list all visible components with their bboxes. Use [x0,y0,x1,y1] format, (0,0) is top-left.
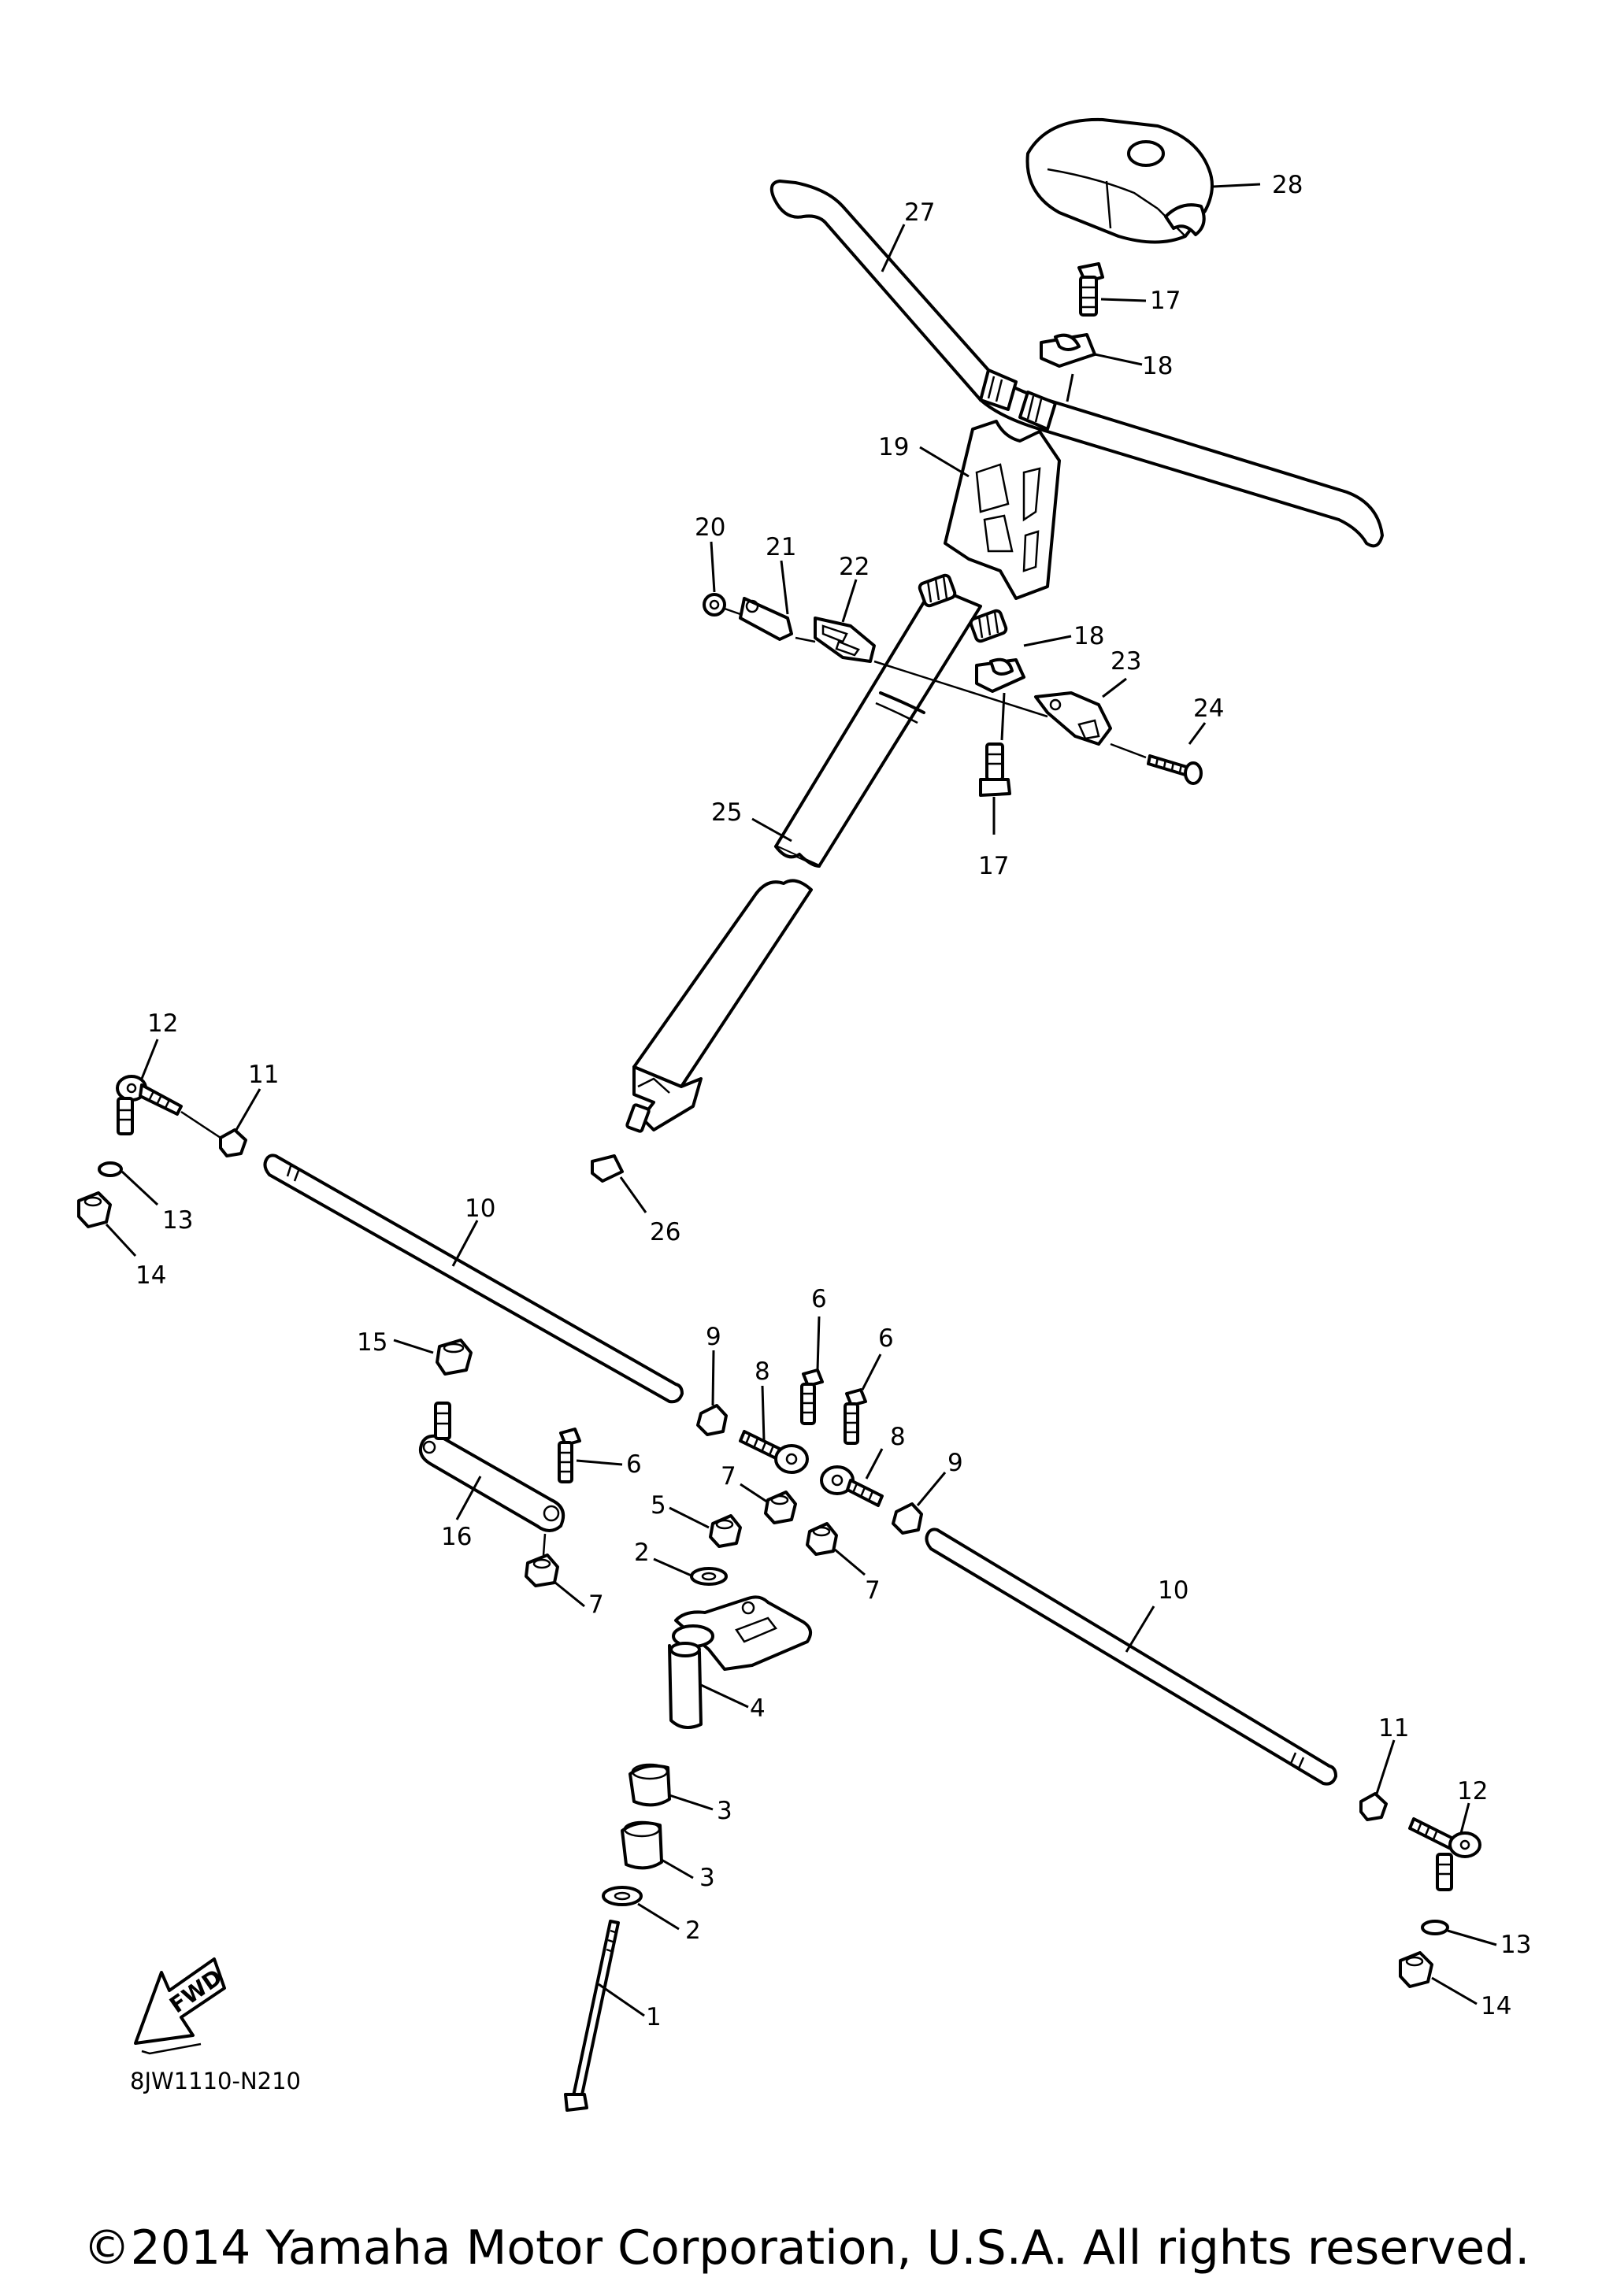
callout-17: 17 [978,852,1009,880]
callout-24: 24 [1193,694,1224,723]
callout-14: 14 [135,1261,166,1290]
callout-8: 8 [890,1423,906,1451]
callout-11: 11 [248,1061,279,1089]
callout-19: 19 [878,433,909,461]
callout-8: 8 [755,1357,770,1386]
washer-13-right [1421,1920,1497,1946]
pitman-arm-16 [418,1402,565,1532]
callout-22: 22 [839,553,870,581]
nut-7-center-left [740,1483,797,1524]
callout-12: 12 [1457,1777,1488,1805]
callout-13: 13 [1500,1931,1531,1959]
callout-25: 25 [711,798,742,827]
rod-end-8-right [820,1448,884,1507]
callout-6: 6 [626,1450,642,1479]
bolt-6-center-left [800,1316,824,1425]
clamp-18-upper [1040,333,1143,402]
bolt-6-center-right [844,1354,882,1445]
bolt-17-lower [979,742,1011,835]
switch-22 [795,579,1048,718]
callout-6: 6 [878,1324,894,1353]
copyright-notice: ©2014 Yamaha Motor Corporation, U.S.A. A… [83,2220,1530,2276]
clamp-18-lower [975,635,1072,741]
callout-7: 7 [588,1591,604,1619]
callout-20: 20 [695,513,725,542]
callout-10: 10 [465,1194,495,1223]
nut-11-left [180,1088,261,1157]
bushing-3-lower [621,1820,694,1879]
nut-7-arm [525,1533,585,1608]
callout-5: 5 [651,1491,666,1520]
handlebar [769,180,1384,548]
bolt-1 [564,1920,645,2112]
column-spline-top [918,573,1008,643]
tie-rod-end-12-right [1408,1802,1481,1891]
callout-9: 9 [706,1323,721,1351]
callout-labels: 28 27 17 18 19 20 21 22 18 23 24 25 17 1… [135,171,1531,2031]
housing-23 [1034,677,1127,746]
callout-4: 4 [750,1694,766,1723]
handlebar-holder [919,420,1061,600]
washer-2-upper [653,1557,728,1586]
nut-9-left [696,1350,728,1436]
rod-end-8-left [739,1385,809,1474]
callout-18: 18 [1142,352,1173,380]
callout-3: 3 [699,1864,715,1892]
callout-21: 21 [766,533,796,561]
callout-7: 7 [865,1576,881,1605]
callout-17: 17 [1150,287,1181,315]
nut-26 [591,1103,651,1213]
callout-13: 13 [162,1206,193,1235]
tie-rod-10-right [925,1528,1337,1786]
callout-11: 11 [1378,1714,1409,1742]
callout-26: 26 [650,1218,680,1246]
screw-24 [1110,722,1207,785]
lever-21 [724,560,793,641]
callout-7: 7 [721,1462,736,1491]
nut-11-right [1359,1739,1396,1821]
steering-column [632,585,982,1131]
callout-1: 1 [646,2003,662,2031]
nut-14-right [1399,1951,1478,2005]
washer-13-left [98,1161,159,1206]
callout-2: 2 [685,1916,701,1945]
bushing-3-upper [629,1763,714,1811]
callout-16: 16 [441,1523,472,1551]
callout-12: 12 [147,1009,178,1038]
fwd-arrow-icon: FWD [134,1957,227,2055]
nut-5 [669,1506,742,1548]
callout-3: 3 [717,1797,732,1825]
nut-9-right [892,1472,947,1535]
callout-14: 14 [1481,1992,1511,2020]
callout-27: 27 [904,198,935,227]
callout-28: 28 [1272,171,1303,199]
callout-23: 23 [1111,647,1141,676]
nut-14-left [77,1191,137,1257]
nut-20 [703,541,726,617]
handlebar-pad [1025,117,1261,244]
nut-7-center-right [806,1522,866,1576]
bolt-6-arm [558,1428,623,1483]
callout-9: 9 [947,1449,963,1477]
bolt-17-upper [1077,262,1147,317]
callout-2: 2 [634,1539,650,1567]
diagram-code: 8JW1110-N210 [130,2068,301,2094]
callout-6: 6 [811,1285,827,1313]
nut-15 [393,1339,473,1376]
tie-rod-end-12-left [116,1039,183,1135]
washer-2-lower [602,1886,680,1931]
callout-15: 15 [357,1328,387,1357]
callout-18: 18 [1073,622,1104,650]
steering-arm-4 [668,1595,812,1729]
callout-10: 10 [1158,1576,1188,1605]
tie-rod-10-left [263,1154,684,1404]
